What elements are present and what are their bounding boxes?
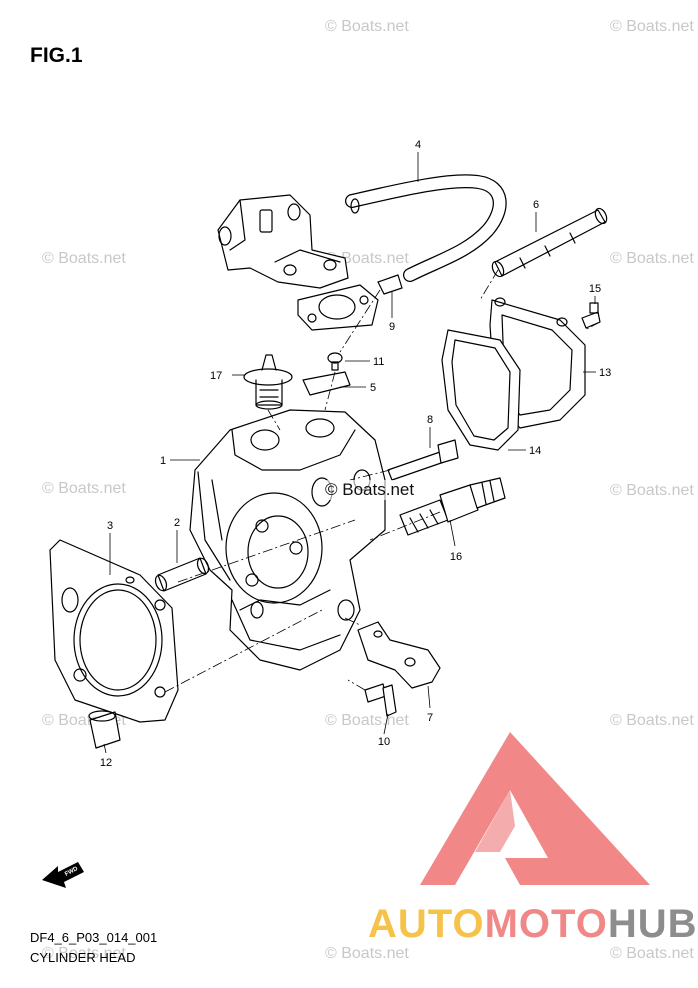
bracket-part [357,621,441,689]
plate-part [302,371,351,396]
brand-wordmark: AUTOMOTOHUB [368,902,698,947]
brand-part-moto: MOTO [484,902,608,946]
watermark: © Boats.net [325,18,409,35]
watermark: © Boats.net [42,480,126,497]
callout-6: 6 [533,199,539,211]
thermostat-cover-part [217,194,379,331]
brand-logo-icon [420,732,650,885]
callout-14: 14 [529,445,541,457]
long-bolt-part [387,439,459,481]
callout-13: 13 [599,367,611,379]
callout-10: 10 [378,736,390,748]
bracket-bolt-part [364,683,397,717]
anode-tube-part [491,207,608,278]
brand-part-hub: HUB [607,902,698,946]
head-gasket-part [49,539,179,723]
thermostat-part [243,354,293,410]
dowel-part [88,710,121,749]
watermark: © Boats.net [610,482,694,499]
center-watermark: © Boats.net [325,480,415,500]
callout-12: 12 [100,757,112,769]
callout-5: 5 [370,382,376,394]
dowel-pin-part [154,557,210,592]
screw-part [327,352,343,371]
leader-lines [103,152,596,754]
watermark: © Boats.net [610,250,694,267]
callout-9: 9 [389,321,395,333]
watermark: © Boats.net [610,945,694,962]
cylinder-head-part [189,409,386,671]
callout-17: 17 [210,370,222,382]
fwd-arrow-icon: FWD [42,862,84,888]
cover-gasket-part [441,329,521,451]
callout-16: 16 [450,551,462,563]
callout-11: 11 [373,356,384,368]
callout-3: 3 [107,520,113,532]
watermark: © Boats.net [42,250,126,267]
figure-code: DF4_6_P03_014_001 [30,930,158,945]
watermark: © Boats.net [610,18,694,35]
callout-2: 2 [174,517,180,529]
figure-title: FIG.1 [30,44,83,67]
figure-name: CYLINDER HEAD [30,950,136,965]
brand-part-auto: AUTO [368,902,485,946]
callout-4: 4 [415,139,421,151]
watermark: © Boats.net [325,945,409,962]
callout-15: 15 [589,283,601,295]
cover-bolt-part [581,302,601,329]
spark-plug-part [399,477,506,536]
hose-clip-part [377,274,403,295]
watermark: © Boats.net [610,712,694,729]
callout-8: 8 [427,414,433,426]
callout-1: 1 [160,455,166,467]
hose-part [345,174,507,282]
assembly-lines [164,269,601,693]
watermark: © Boats.net [42,945,126,962]
callout-7: 7 [427,712,433,724]
